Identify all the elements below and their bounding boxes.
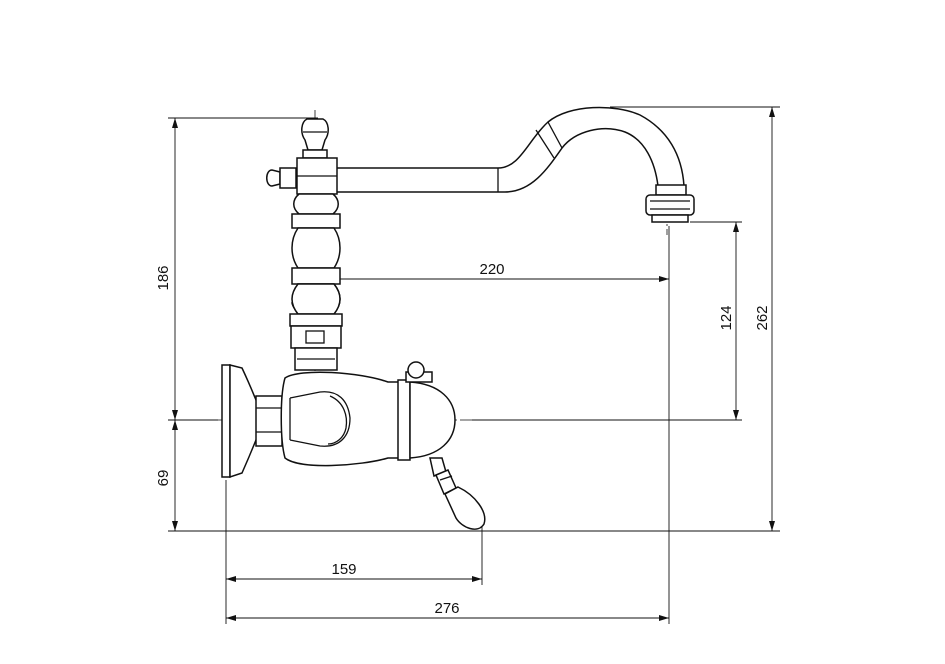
top-cap: [407, 361, 425, 379]
extension-lines: [168, 106, 780, 624]
side-knob: [266, 169, 281, 187]
riser-nut: [290, 325, 342, 349]
dim-label-276: 276: [434, 600, 459, 617]
aerator-ring: [655, 184, 687, 196]
lever-grip: [444, 486, 486, 530]
handle-hub: [409, 381, 456, 459]
finial-knob: [301, 118, 329, 151]
aerator-tip: [651, 214, 689, 223]
lever-handle: [429, 457, 486, 530]
dim-label-159: 159: [331, 561, 356, 578]
dim-label-186: 186: [155, 265, 172, 290]
centerlines: [218, 110, 668, 421]
dimension-labels: 186 69 220 124 262 159 276: [155, 261, 771, 617]
dim-label-69: 69: [155, 470, 172, 487]
aerator: [645, 194, 695, 216]
wall-nut: [255, 395, 283, 447]
dim-label-262: 262: [754, 305, 771, 330]
dimension-lines: [172, 107, 775, 621]
spout-joint: [547, 121, 563, 149]
dim-label-220: 220: [479, 261, 504, 278]
valve-body: [280, 361, 456, 467]
riser-column: [266, 118, 343, 371]
dim-label-124: 124: [718, 305, 735, 330]
spout: [334, 106, 695, 223]
wall-flange: [221, 364, 283, 479]
